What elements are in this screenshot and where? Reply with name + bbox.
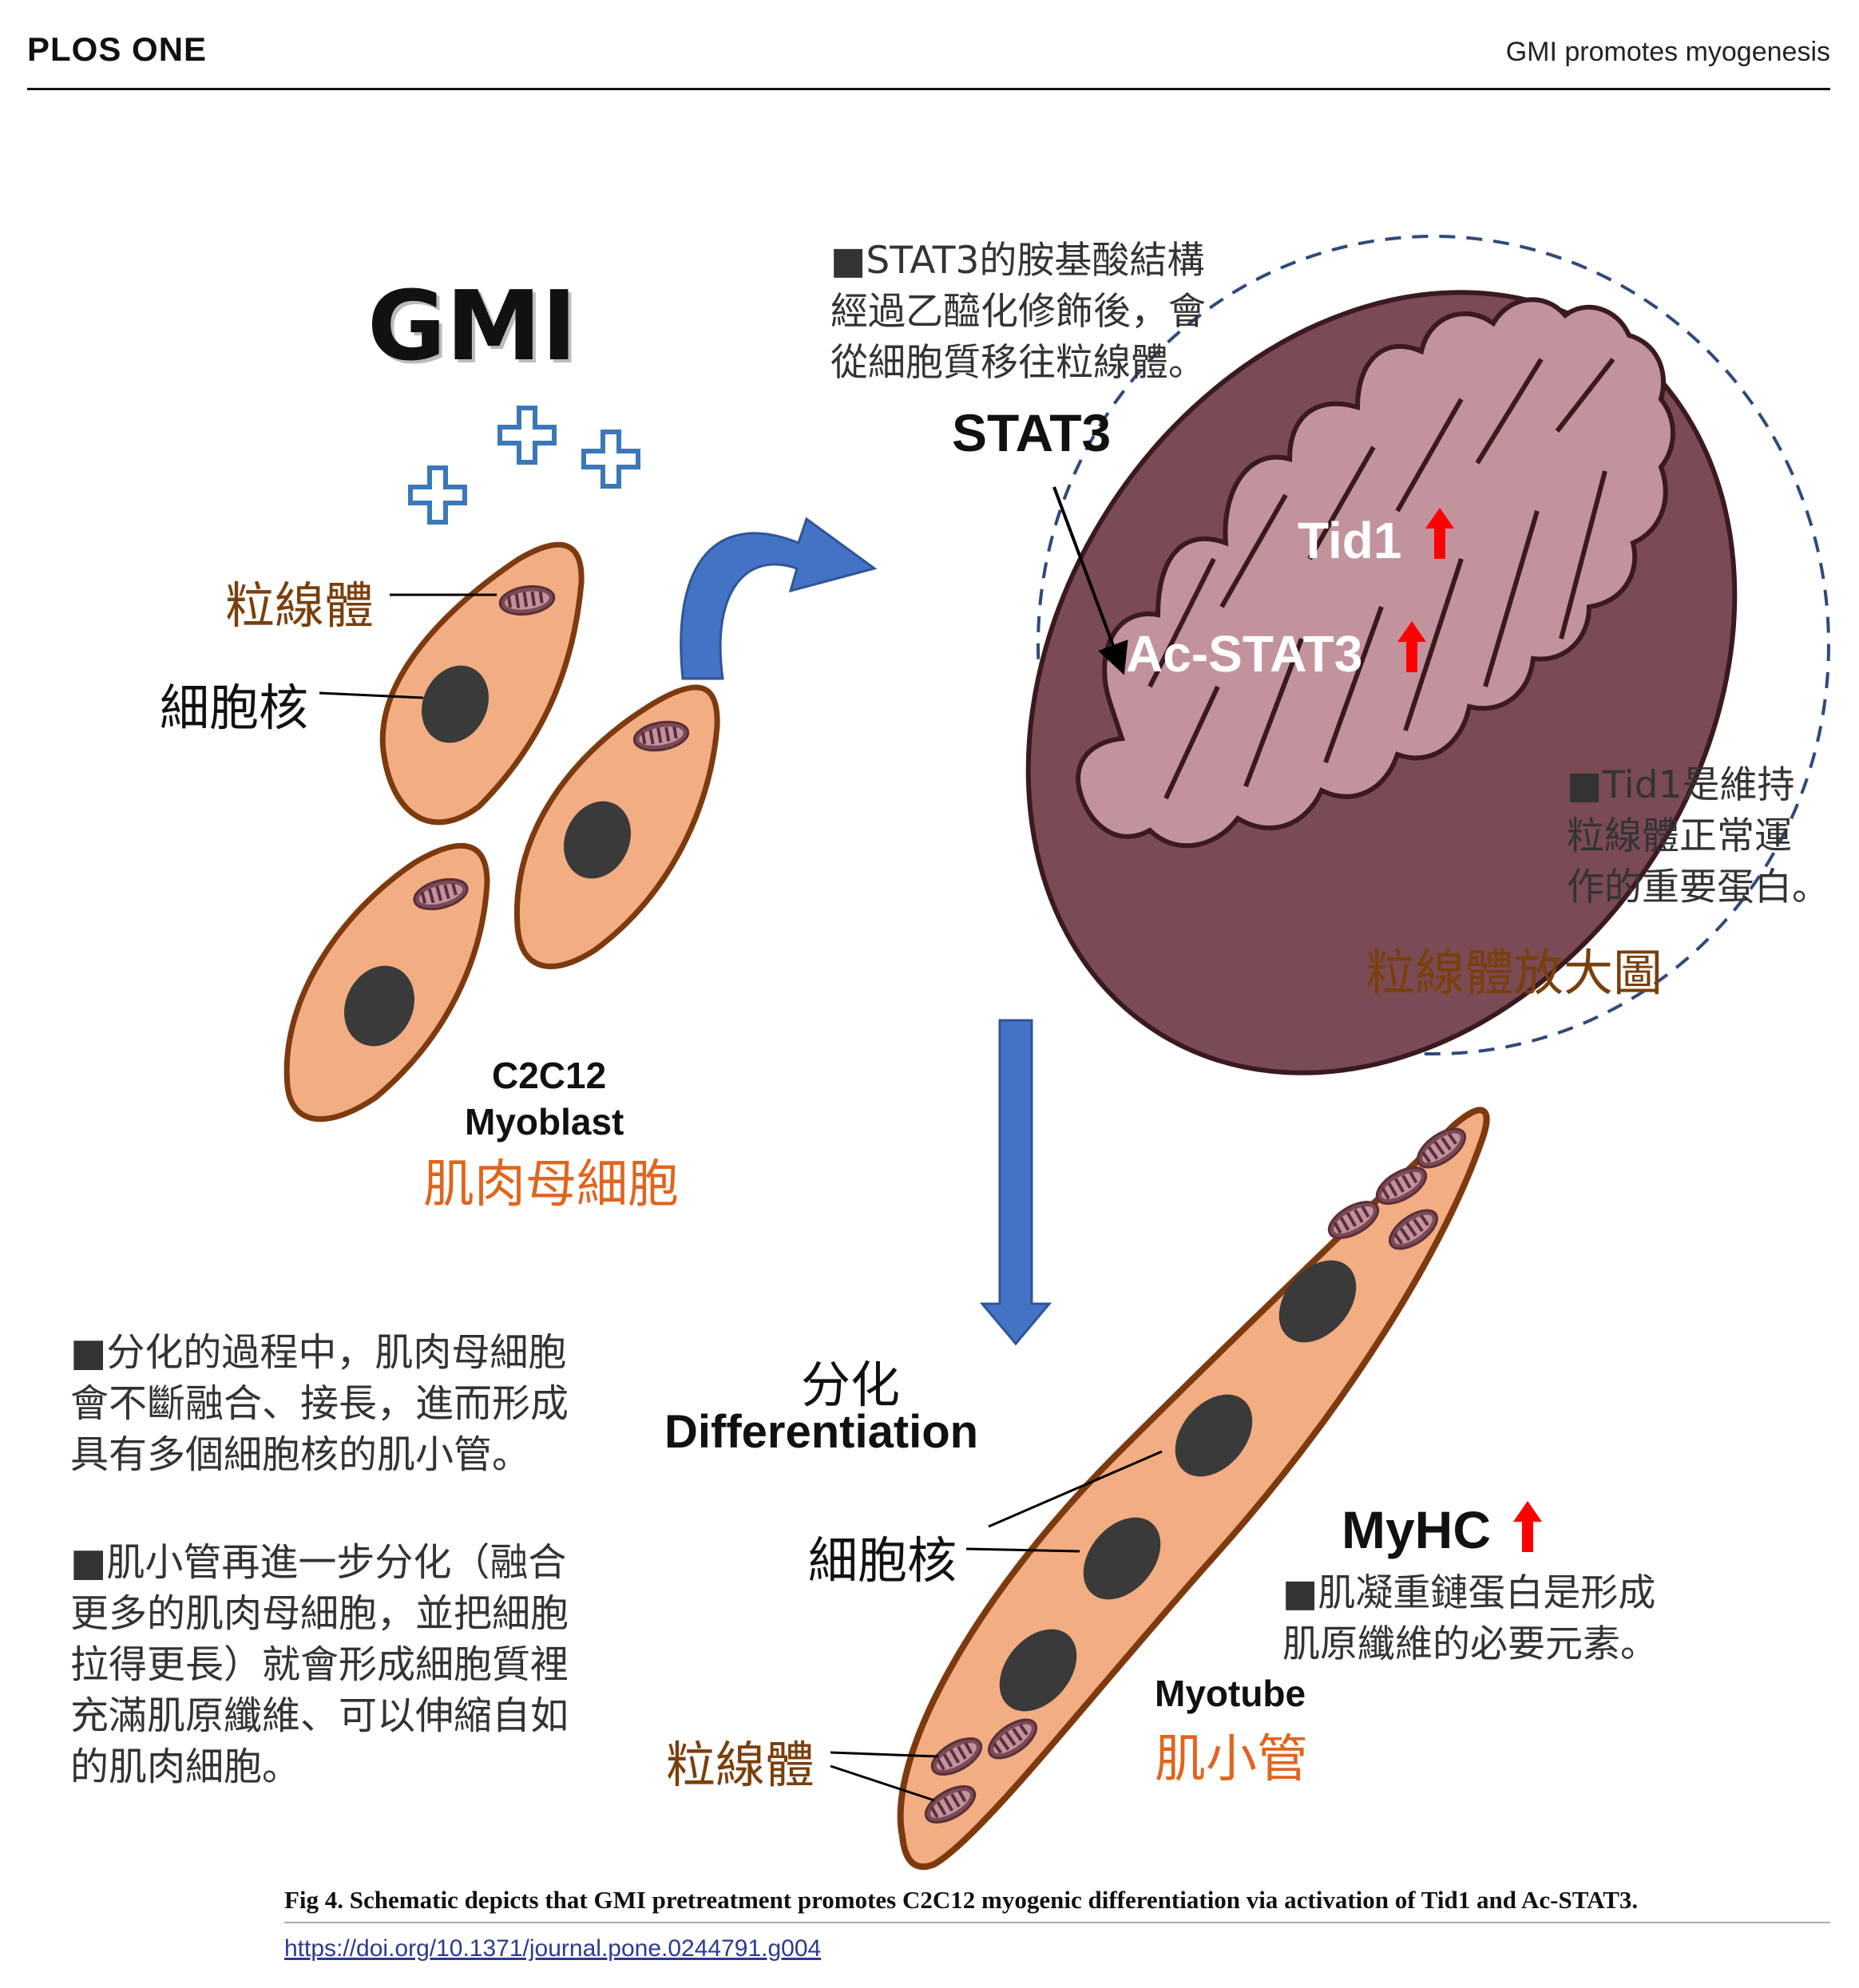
- myoblast-name-en-1: C2C12: [492, 1055, 607, 1096]
- stat3-arrow: [1052, 486, 1128, 675]
- journal-name: PLOS ONE: [27, 30, 208, 68]
- myoblast-name-en-2: Myoblast: [465, 1101, 624, 1143]
- myhc-label: MyHC: [1342, 1500, 1492, 1559]
- myotube-nucleus-label: 細胞核: [808, 1531, 957, 1590]
- myoblast-nucleus-label: 細胞核: [160, 679, 309, 737]
- myotube-name-en: Myotube: [1155, 1673, 1306, 1714]
- zoom-circle: [1037, 235, 1830, 1055]
- running-title: GMI promotes myogenesis: [1505, 37, 1830, 67]
- left-note-2: ■肌小管再進一步分化（融合 更多的肌肉母細胞，並把細胞 拉得更長）就會形成細胞質…: [70, 1540, 569, 1789]
- myhc-up-arrow: [1513, 1501, 1542, 1552]
- stat3-note: ■STAT3的胺基酸結構 經過乙醯化修飾後，會 從細胞質移往粒線體。: [830, 239, 1206, 385]
- myoblast-cell-1: [379, 541, 585, 826]
- myoblast-cell-2: [513, 684, 720, 969]
- differentiation-en: Differentiation: [664, 1406, 979, 1458]
- figure-caption: Fig 4. Schematic depicts that GMI pretre…: [284, 1886, 1639, 1914]
- myhc-note: ■肌凝重鏈蛋白是形成 肌原纖維的必要元素。: [1282, 1571, 1658, 1666]
- left-note-1: ■分化的過程中，肌肉母細胞 會不斷融合、接長，進而形成 具有多個細胞核的肌小管。: [70, 1330, 569, 1477]
- differentiation-arrow: [979, 1019, 1052, 1346]
- myotube-name-zh: 肌小管: [1155, 1730, 1308, 1789]
- plus-icon: [500, 408, 554, 462]
- myoblast-mito-label: 粒線體: [225, 576, 375, 635]
- myotube-cell: [897, 1107, 1490, 1871]
- stat3-label: STAT3: [952, 403, 1112, 462]
- plus-icon: [584, 432, 638, 486]
- myoblast-cell-3: [283, 842, 490, 1123]
- mito-zoom-title: 粒線體放大圖: [1366, 944, 1663, 1002]
- tid1-note: ■Tid1是維持 粒線體正常運 作的重要蛋白。: [1567, 763, 1829, 909]
- curved-arrow: [680, 517, 878, 680]
- tid1-label: Tid1: [1298, 512, 1402, 569]
- doi-link[interactable]: https://doi.org/10.1371/journal.pone.024…: [284, 1935, 822, 1962]
- caption-rule: [284, 1922, 1830, 1923]
- mitochondrion-large: [1025, 290, 1738, 1075]
- myotube-mito-label: 粒線體: [666, 1736, 815, 1794]
- gmi-label: GMI: [367, 271, 577, 382]
- myoblast-name-zh: 肌肉母細胞: [423, 1155, 679, 1214]
- acstat3-label: Ac-STAT3: [1126, 625, 1363, 683]
- header-rule: [27, 88, 1830, 90]
- differentiation-zh: 分化: [801, 1356, 901, 1414]
- plus-icon: [410, 468, 465, 522]
